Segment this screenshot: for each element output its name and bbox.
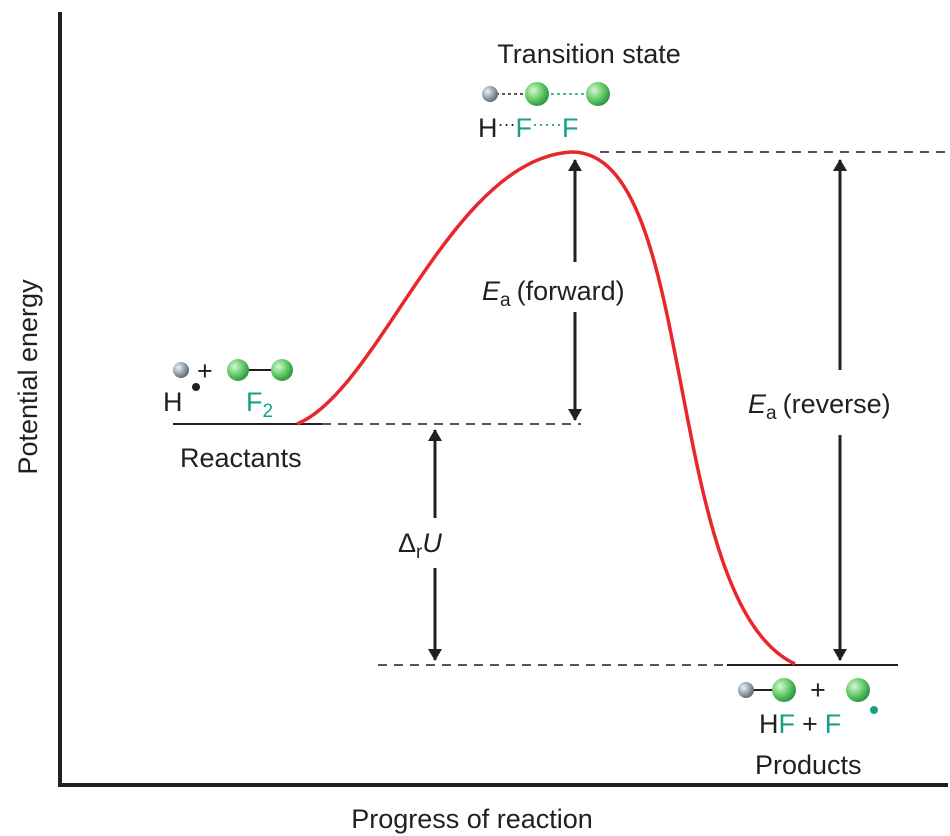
fluorine-atom-icon bbox=[772, 678, 796, 702]
fluorine-atom-icon bbox=[846, 678, 870, 702]
hydrogen-atom-icon bbox=[738, 682, 754, 698]
reaction-curve bbox=[296, 150, 796, 666]
reverse-barrier-label: Ea(reverse) bbox=[748, 389, 891, 424]
ts-formula: H···F·····F bbox=[478, 113, 578, 143]
products-molecule-plus: + bbox=[810, 675, 826, 705]
fluorine-atom-icon bbox=[271, 359, 293, 381]
transition-state-group: Transition state H···F·····F bbox=[478, 39, 681, 143]
reactants-plus: + bbox=[197, 356, 213, 386]
hydrogen-atom-icon bbox=[482, 86, 498, 102]
svg-text:Ea(forward): Ea(forward) bbox=[482, 276, 625, 311]
products-formula: HF+F bbox=[759, 709, 841, 739]
reactants-group: + H F2 Reactants bbox=[163, 356, 302, 473]
x-axis-title: Progress of reaction bbox=[351, 804, 593, 834]
products-label: Products bbox=[755, 750, 862, 780]
fluorine-atom-icon bbox=[227, 359, 249, 381]
radical-dot-icon bbox=[192, 383, 200, 391]
transition-state-title: Transition state bbox=[497, 39, 681, 69]
hydrogen-atom-icon bbox=[173, 362, 189, 378]
fluorine-atom-icon bbox=[586, 82, 610, 106]
forward-barrier-label: Ea(forward) bbox=[482, 276, 625, 311]
reaction-energy-label: ΔrU bbox=[398, 528, 442, 563]
fluorine-atom-icon bbox=[525, 82, 549, 106]
reactants-f2: F2 bbox=[246, 387, 273, 422]
svg-text:ΔrU: ΔrU bbox=[398, 528, 442, 563]
svg-text:Ea(reverse): Ea(reverse) bbox=[748, 389, 891, 424]
products-group: + HF+F Products bbox=[738, 675, 878, 780]
reactants-h: H bbox=[163, 387, 183, 417]
reactants-label: Reactants bbox=[180, 443, 302, 473]
y-axis-title: Potential energy bbox=[13, 279, 43, 475]
radical-dot-icon bbox=[870, 706, 878, 714]
